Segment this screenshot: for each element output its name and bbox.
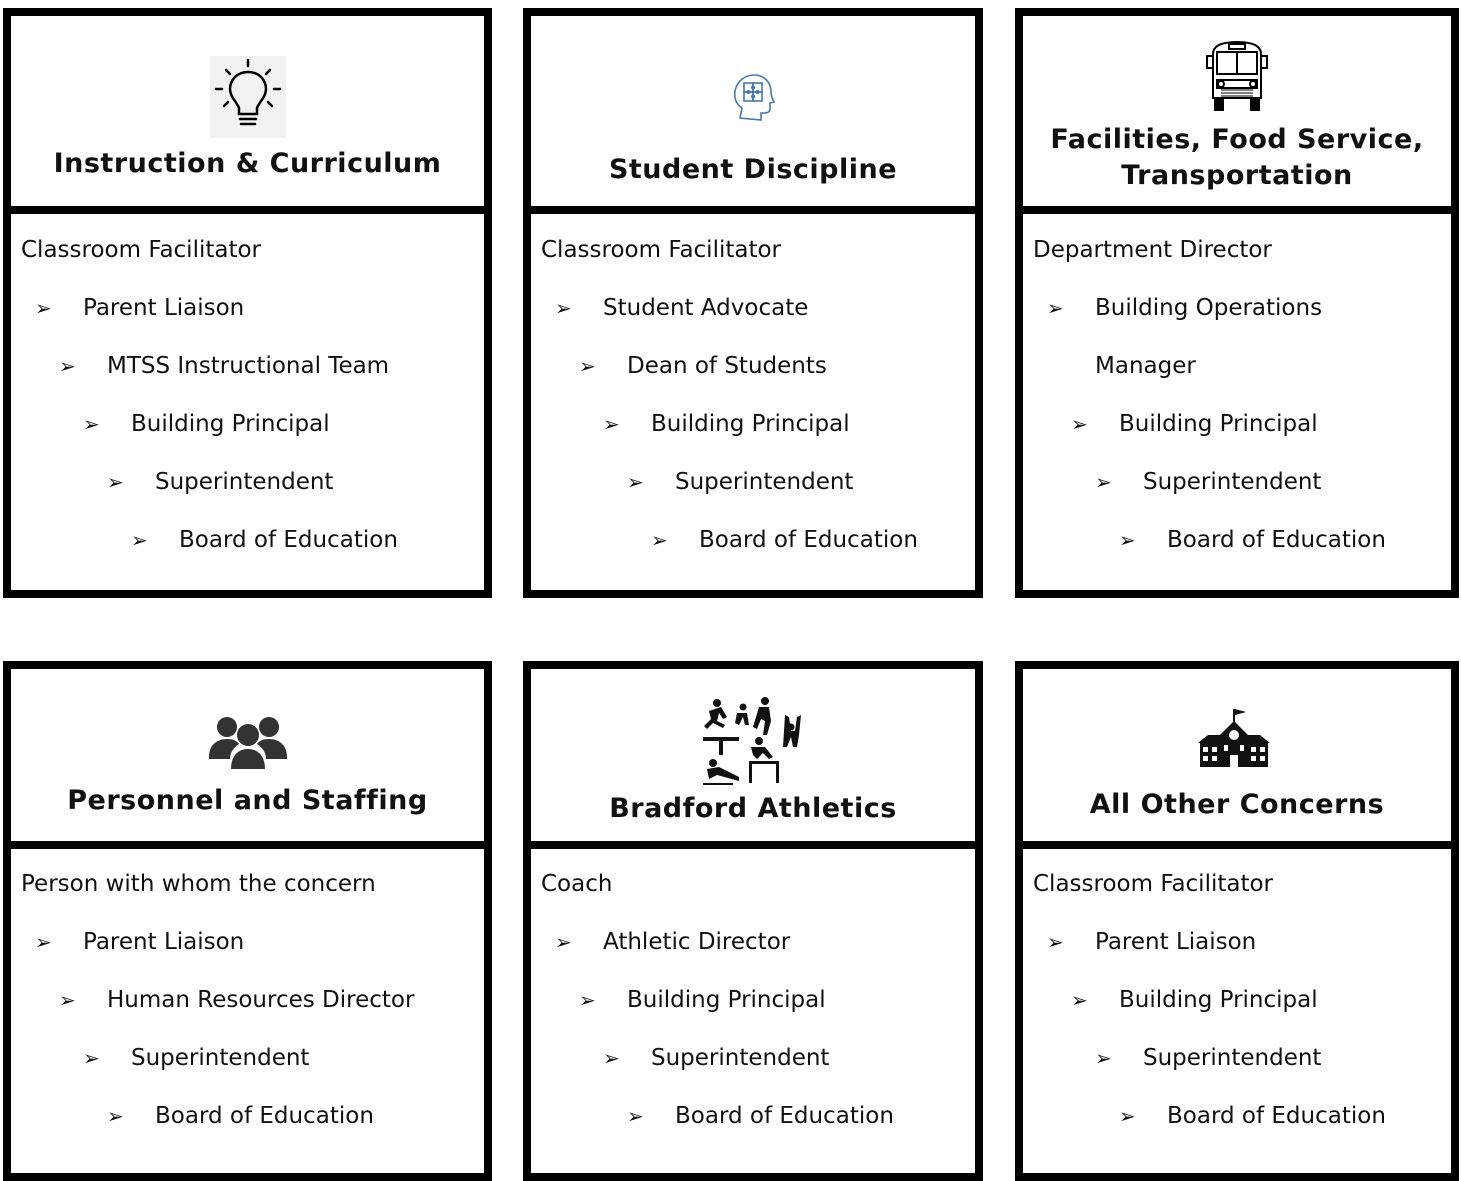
escalation-list: Coach ➢Athletic Director ➢Building Princ…: [541, 864, 969, 1154]
card-border: [523, 8, 983, 598]
arrow-icon: ➢: [1119, 1104, 1136, 1128]
athletes-icon: [699, 695, 807, 787]
arrow-icon: ➢: [59, 354, 76, 378]
arrow-icon: ➢: [555, 296, 572, 320]
card-student-discipline: Student Discipline Classroom Facilitator…: [523, 8, 983, 598]
escalation-list: Classroom Facilitator ➢Parent Liaison ➢M…: [21, 230, 478, 578]
card-title: All Other Concerns: [1089, 789, 1385, 820]
list-item: ➢Building Principal: [1033, 404, 1445, 462]
list-item: ➢Building Operations: [1033, 288, 1445, 346]
header-divider: [531, 206, 975, 214]
list-item: ➢Building Principal: [21, 404, 478, 462]
schoolhouse-icon: [1194, 707, 1280, 775]
list-item: ➢MTSS Instructional Team: [21, 346, 478, 404]
header-divider: [1023, 841, 1451, 849]
list-item: Classroom Facilitator: [21, 237, 262, 263]
arrow-icon: ➢: [1071, 412, 1088, 436]
arrow-icon: ➢: [603, 412, 620, 436]
list-item: ➢Superintendent: [21, 462, 478, 520]
list-item: Classroom Facilitator: [541, 237, 782, 263]
lightbulb-icon: [209, 56, 286, 138]
list-item: Manager: [1095, 353, 1196, 379]
card-facilities: Facilities, Food Service, Transportation…: [1015, 8, 1459, 598]
list-item: ➢Superintendent: [21, 1038, 478, 1096]
card-header: Personnel and Staffing: [11, 669, 484, 841]
arrow-icon: ➢: [627, 1104, 644, 1128]
list-item: ➢Board of Education: [541, 1096, 969, 1154]
arrow-icon: ➢: [83, 412, 100, 436]
escalation-list: Classroom Facilitator ➢Parent Liaison ➢B…: [1033, 864, 1445, 1154]
card-title: Personnel and Staffing: [67, 785, 428, 816]
card-header: Instruction & Curriculum: [11, 16, 484, 206]
arrow-icon: ➢: [107, 1104, 124, 1128]
header-divider: [1023, 206, 1451, 214]
arrow-icon: ➢: [35, 296, 52, 320]
list-item: ➢Board of Education: [21, 1096, 478, 1154]
escalation-list: Department Director ➢Building Operations…: [1033, 230, 1445, 578]
arrow-icon: ➢: [627, 470, 644, 494]
arrow-icon: ➢: [579, 354, 596, 378]
card-instruction-curriculum: Instruction & Curriculum Classroom Facil…: [3, 8, 492, 598]
escalation-list: Person with whom the concern ➢Parent Lia…: [21, 864, 478, 1154]
list-item: ➢Human Resources Director: [21, 980, 478, 1038]
arrow-icon: ➢: [1047, 930, 1064, 954]
card-header: Student Discipline: [531, 16, 975, 206]
puzzle-head-icon: [730, 72, 776, 124]
arrow-icon: ➢: [651, 528, 668, 552]
list-item: ➢Building Principal: [541, 404, 969, 462]
list-item: Coach: [541, 871, 613, 897]
list-item: Classroom Facilitator: [1033, 871, 1274, 897]
arrow-icon: ➢: [1071, 988, 1088, 1012]
arrow-icon: ➢: [83, 1046, 100, 1070]
header-divider: [11, 206, 484, 214]
list-item: ➢Parent Liaison: [21, 288, 478, 346]
list-item: ➢Superintendent: [541, 1038, 969, 1096]
arrow-icon: ➢: [603, 1046, 620, 1070]
card-title: Bradford Athletics: [609, 793, 897, 824]
arrow-icon: ➢: [1095, 470, 1112, 494]
card-header: Bradford Athletics: [531, 669, 975, 841]
list-item: ➢Building Principal: [541, 980, 969, 1038]
escalation-list: Classroom Facilitator ➢Student Advocate …: [541, 230, 969, 578]
list-item: ➢Parent Liaison: [21, 922, 478, 980]
card-title: Student Discipline: [608, 154, 898, 185]
card-bradford-athletics: Bradford Athletics Coach ➢Athletic Direc…: [523, 661, 983, 1181]
list-item: Department Director: [1033, 237, 1272, 263]
header-divider: [531, 841, 975, 849]
card-header: Facilities, Food Service, Transportation: [1023, 16, 1451, 206]
list-item: ➢Superintendent: [1033, 1038, 1445, 1096]
arrow-icon: ➢: [131, 528, 148, 552]
card-border: [3, 8, 492, 598]
list-item: ➢Superintendent: [541, 462, 969, 520]
arrow-icon: ➢: [1119, 528, 1136, 552]
list-item: ➢Board of Education: [541, 520, 969, 578]
school-bus-icon: [1199, 38, 1275, 114]
card-title: Facilities, Food Service, Transportation: [1050, 124, 1424, 191]
list-item: ➢Dean of Students: [541, 346, 969, 404]
list-item: ➢Athletic Director: [541, 922, 969, 980]
people-group-icon: [208, 713, 287, 769]
arrow-icon: ➢: [1095, 1046, 1112, 1070]
arrow-icon: ➢: [555, 930, 572, 954]
arrow-icon: ➢: [59, 988, 76, 1012]
list-item: ➢Student Advocate: [541, 288, 969, 346]
list-item: ➢Board of Education: [1033, 520, 1445, 578]
card-title: Instruction & Curriculum: [53, 148, 442, 179]
card-all-other-concerns: All Other Concerns Classroom Facilitator…: [1015, 661, 1459, 1181]
arrow-icon: ➢: [107, 470, 124, 494]
arrow-icon: ➢: [1047, 296, 1064, 320]
card-personnel-staffing: Personnel and Staffing Person with whom …: [3, 661, 492, 1181]
list-item: ➢Superintendent: [1033, 462, 1445, 520]
card-border: [1015, 8, 1459, 598]
arrow-icon: ➢: [579, 988, 596, 1012]
header-divider: [11, 841, 484, 849]
list-item: ➢Parent Liaison: [1033, 922, 1445, 980]
card-header: All Other Concerns: [1023, 669, 1451, 841]
list-item: ➢Board of Education: [1033, 1096, 1445, 1154]
arrow-icon: ➢: [35, 930, 52, 954]
list-item: ➢Building Principal: [1033, 980, 1445, 1038]
list-item: ➢Board of Education: [21, 520, 478, 578]
list-item: Person with whom the concern: [21, 871, 376, 897]
